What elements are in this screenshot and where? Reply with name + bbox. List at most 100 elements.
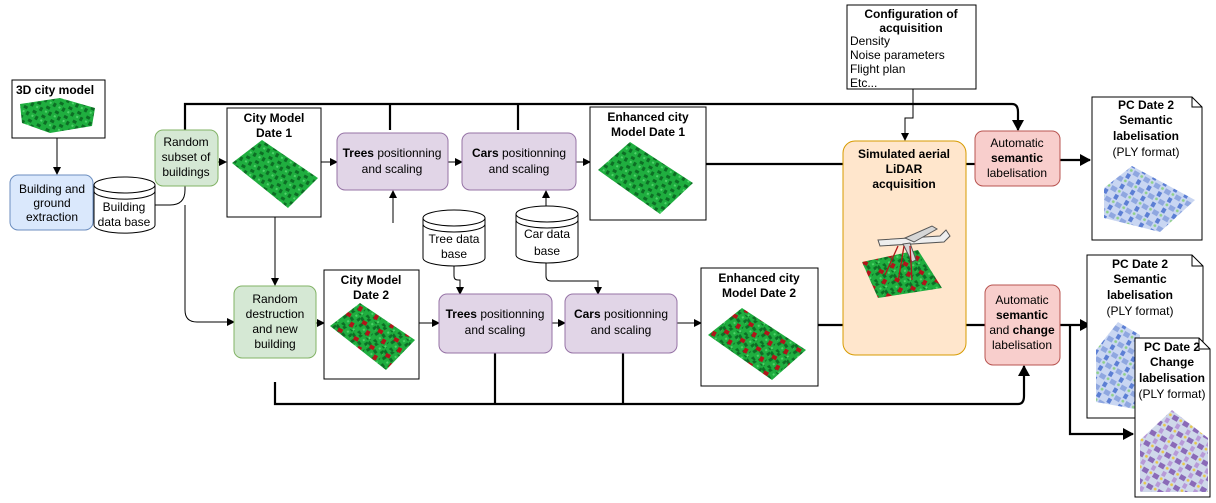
auto-change-bold: change xyxy=(1013,323,1055,337)
auto-semantic-label-3: labelisation xyxy=(987,166,1047,180)
lidar-scene-image xyxy=(862,250,942,298)
output1-title-2: Semantic xyxy=(1119,113,1173,127)
enhanced-date1-image xyxy=(598,142,693,214)
auto-change-label-4: labelisation xyxy=(992,338,1052,352)
auto-change-and: and xyxy=(989,323,1012,337)
trees-date2-bold: Trees xyxy=(446,307,478,321)
output3-title-1: PC Date 2 xyxy=(1144,340,1200,354)
enhanced-date1-title-1: Enhanced city xyxy=(607,110,689,124)
output1-title-1: PC Date 2 xyxy=(1118,98,1174,112)
output2-title-1: PC Date 2 xyxy=(1112,257,1168,271)
random-destruction-label-1: Random xyxy=(252,292,297,306)
trees-date1-bold: Trees xyxy=(343,146,375,160)
configuration-title-2: acquisition xyxy=(879,21,942,35)
city-model-source-title: 3D city model xyxy=(16,83,94,97)
cars-date1-box: Cars positionning and scaling xyxy=(461,132,577,191)
output3-title-3: labelisation xyxy=(1139,371,1205,385)
enhanced-date2: Enhanced city Model Date 2 xyxy=(700,267,819,387)
output3-format: (PLY format) xyxy=(1139,387,1206,401)
random-subset-label-1: Random xyxy=(163,135,208,149)
output3-title-2: Change xyxy=(1150,355,1194,369)
random-destruction-label-2: destruction xyxy=(246,307,305,321)
city-model-date1-title-1: City Model xyxy=(244,111,305,125)
city-model-date2: City Model Date 2 xyxy=(323,269,420,380)
auto-change-label-3: and change xyxy=(989,323,1055,337)
configuration-box: Configuration of acquisition Density Noi… xyxy=(846,4,977,90)
output1-format: (PLY format) xyxy=(1113,145,1180,159)
lidar-box: Simulated aerial LiDAR acquisition xyxy=(842,140,967,356)
output2-title-3: labelisation xyxy=(1107,288,1173,302)
auto-semantic-box: Automatic semantic labelisation xyxy=(974,130,1061,187)
random-destruction-box: Random destruction and new building xyxy=(233,285,317,359)
trees-date1-label-1: Trees positionning xyxy=(343,146,442,160)
output2-format: (PLY format) xyxy=(1107,304,1174,318)
output1-pointcloud-image xyxy=(1104,166,1195,232)
cars-date1-label-2: and scaling xyxy=(489,162,550,176)
car-database: Car data base xyxy=(515,205,579,264)
configuration-title-1: Configuration of xyxy=(864,7,958,21)
enhanced-date1: Enhanced city Model Date 1 xyxy=(589,106,707,221)
city-model-date2-title-2: Date 2 xyxy=(353,288,389,302)
cars-date1-rest: positionning xyxy=(499,146,566,160)
extraction-label-3: extraction xyxy=(26,210,78,224)
building-database: Building data base xyxy=(93,176,156,234)
thick-connectors xyxy=(183,102,1134,440)
auto-change-label-1: Automatic xyxy=(995,293,1048,307)
cars-date2-box: Cars positionning and scaling xyxy=(564,293,678,354)
random-destruction-label-4: building xyxy=(254,337,295,351)
tree-db-label-2: base xyxy=(441,247,467,261)
output-change: PC Date 2 Change labelisation (PLY forma… xyxy=(1134,337,1211,498)
output3-pointcloud-image xyxy=(1140,410,1208,492)
enhanced-date1-title-2: Model Date 1 xyxy=(611,125,685,139)
city-model-date1-image xyxy=(232,140,318,208)
random-subset-box: Random subset of buildings xyxy=(154,129,219,187)
configuration-item-flight: Flight plan xyxy=(850,62,905,76)
city-model-3d-image xyxy=(20,98,95,133)
tree-db-label-1: Tree data xyxy=(429,232,480,246)
trees-date1-label-2: and scaling xyxy=(362,162,423,176)
configuration-item-density: Density xyxy=(850,34,890,48)
city-model-date1-title-2: Date 1 xyxy=(256,126,292,140)
tree-database: Tree data base xyxy=(422,209,486,267)
car-db-label-1: Car data xyxy=(524,227,570,241)
city-model-source: 3D city model xyxy=(11,79,106,139)
extraction-box: Building and ground extraction xyxy=(9,174,94,231)
trees-date2-label-2: and scaling xyxy=(465,323,526,337)
cars-date1-bold: Cars xyxy=(472,146,499,160)
building-db-label-1: Building xyxy=(103,200,146,214)
cars-date2-bold: Cars xyxy=(574,307,601,321)
auto-change-label-2: semantic xyxy=(996,308,1048,322)
output2-pointcloud-image xyxy=(1096,322,1140,410)
extraction-label-1: Building and xyxy=(19,182,85,196)
city-model-date2-image xyxy=(330,303,415,370)
trees-date1-rest: positionning xyxy=(374,146,441,160)
output-semantic-1: PC Date 2 Semantic labelisation (PLY for… xyxy=(1091,96,1203,241)
cars-date1-label-1: Cars positionning xyxy=(472,146,566,160)
cars-date2-label-2: and scaling xyxy=(591,323,652,337)
configuration-item-etc: Etc... xyxy=(850,76,877,90)
lidar-label-1: Simulated aerial xyxy=(858,147,950,161)
trees-date2-label-1: Trees positionning xyxy=(446,307,545,321)
cars-date2-rest: positionning xyxy=(601,307,668,321)
configuration-item-noise: Noise parameters xyxy=(850,48,945,62)
random-destruction-label-3: and new xyxy=(252,322,298,336)
enhanced-date2-title-1: Enhanced city xyxy=(718,271,800,285)
lidar-label-2: LiDAR xyxy=(886,162,923,176)
auto-semantic-label-1: Automatic xyxy=(990,136,1043,150)
cars-date2-label-1: Cars positionning xyxy=(574,307,668,321)
lidar-label-3: acquisition xyxy=(872,177,935,191)
car-db-label-2: base xyxy=(534,244,560,258)
enhanced-date2-title-2: Model Date 2 xyxy=(722,286,796,300)
output1-title-3: labelisation xyxy=(1113,129,1179,143)
trees-date1-box: Trees positionning and scaling xyxy=(336,132,449,191)
building-db-label-2: data base xyxy=(98,215,151,229)
city-model-date2-title-1: City Model xyxy=(341,273,402,287)
auto-change-box: Automatic semantic and change labelisati… xyxy=(984,284,1061,366)
thin-connectors xyxy=(53,89,914,327)
random-subset-label-2: subset of xyxy=(162,150,211,164)
trees-date2-rest: positionning xyxy=(477,307,544,321)
airplane-icon xyxy=(877,225,951,283)
auto-semantic-label-2: semantic xyxy=(991,151,1043,165)
output2-title-2: Semantic xyxy=(1113,272,1167,286)
